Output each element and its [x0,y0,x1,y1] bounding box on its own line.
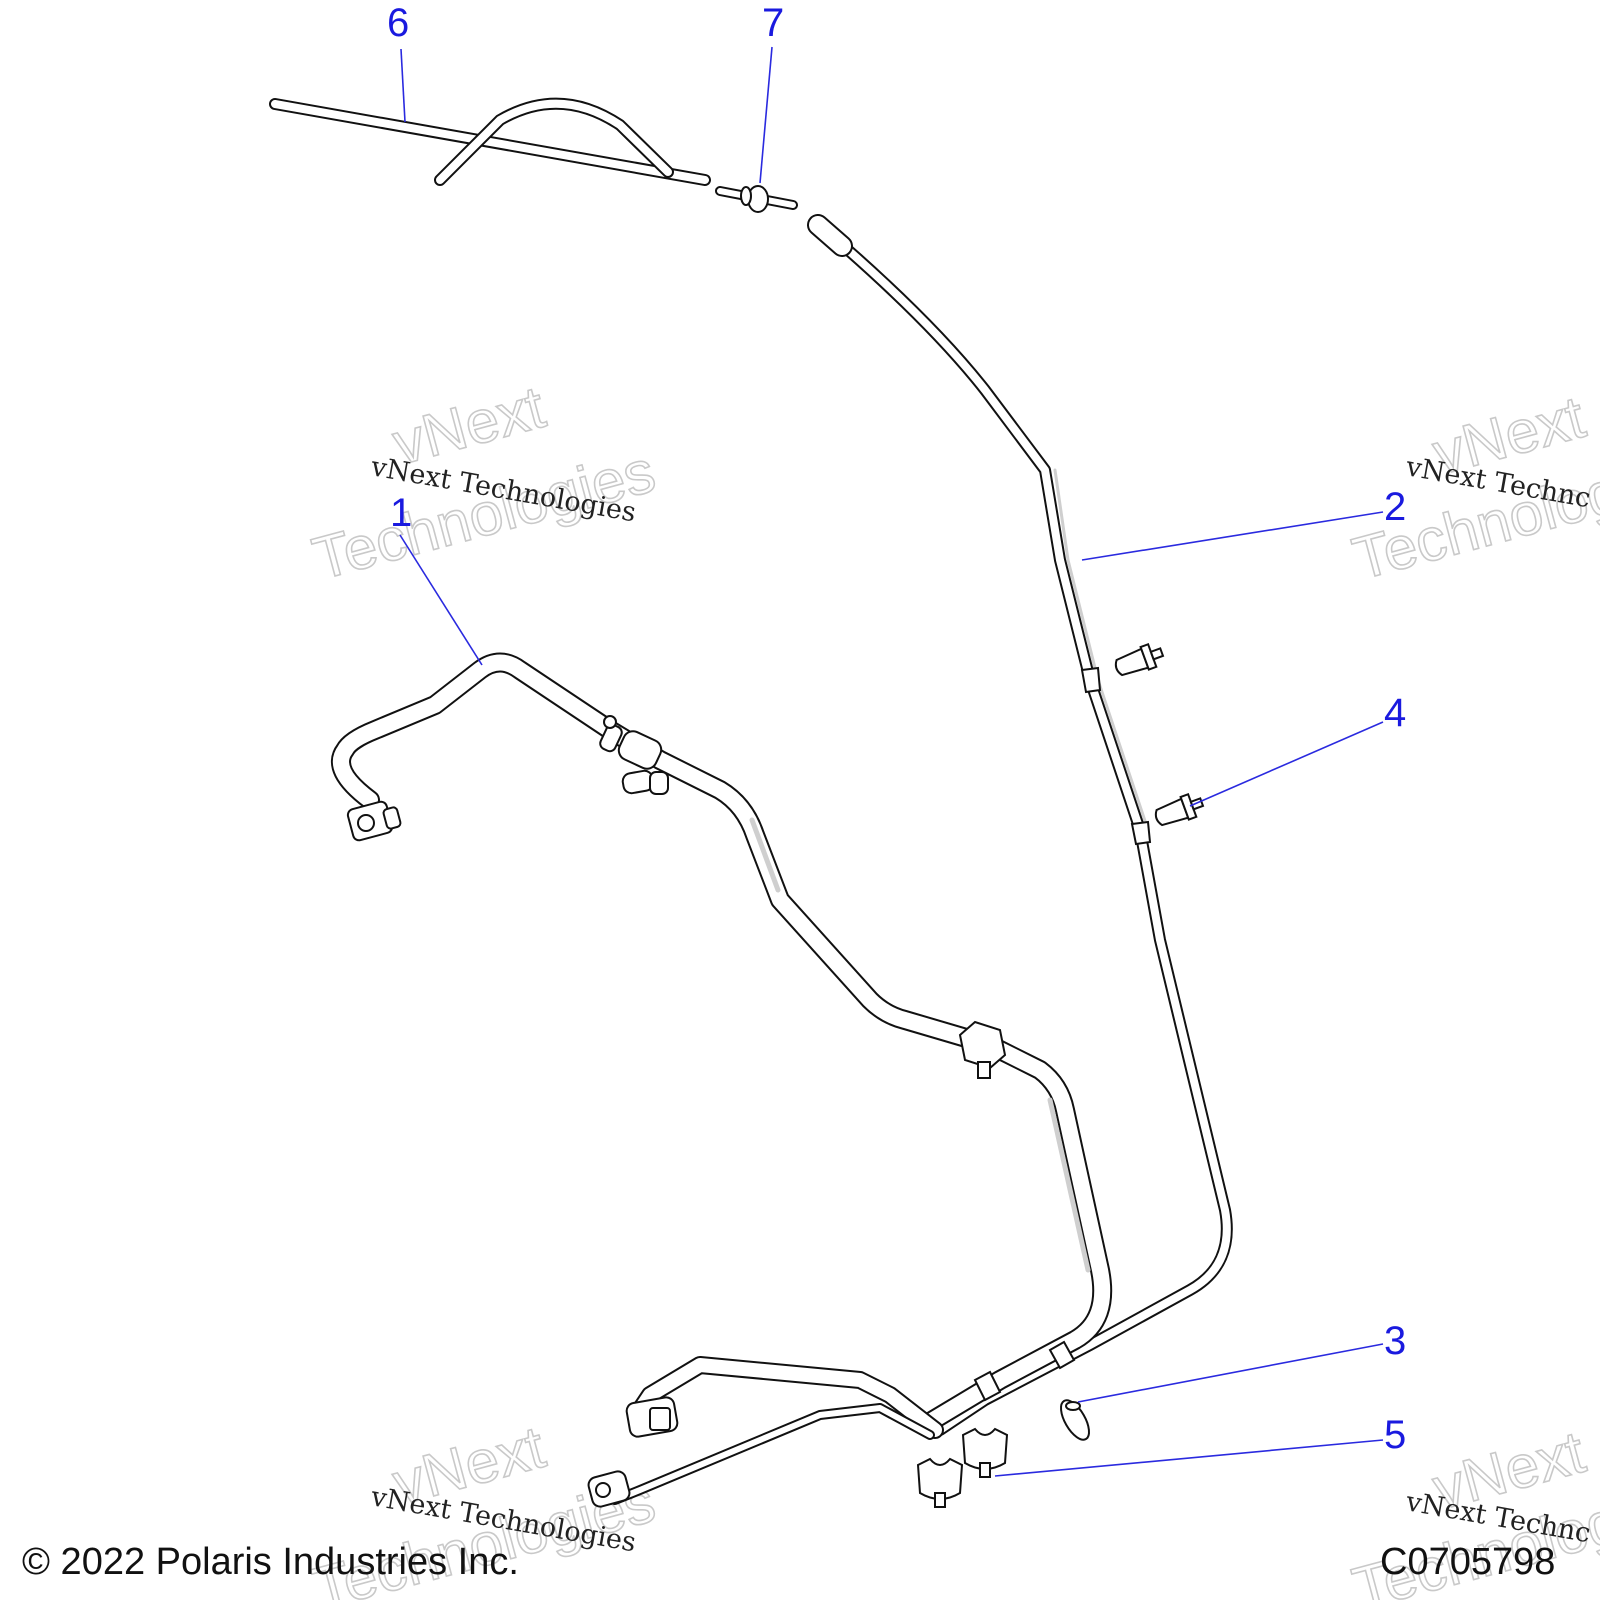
leader-lines [399,46,1384,1477]
callout-6: 6 [387,1,409,45]
callout-5: 5 [1384,1413,1406,1457]
callout-4: 4 [1384,691,1406,735]
connector-lower-left [587,1396,679,1508]
part-1-fuel-line [331,652,1113,1508]
drawing-code: C0705798 [1380,1541,1555,1583]
callout-3: 3 [1384,1319,1406,1363]
callout-2: 2 [1384,485,1406,529]
watermark-top-left: vNext Technologies vNext Technologies [305,372,662,593]
copyright: © 2022 Polaris Industries Inc. [22,1541,519,1583]
part-6-vent-tubes [269,97,711,186]
part-2-fuel-line [807,214,1233,1436]
callout-1: 1 [390,491,412,535]
tee-fitting [599,715,669,795]
connector-left [346,800,402,842]
part-7-fitting [715,185,798,213]
callout-7: 7 [762,1,784,45]
callouts: 6 7 1 2 4 3 5 [387,1,1406,1457]
part-3-clamp [1060,1399,1090,1441]
mid-clip [958,1020,1007,1079]
part-5-clips [916,1427,1009,1508]
